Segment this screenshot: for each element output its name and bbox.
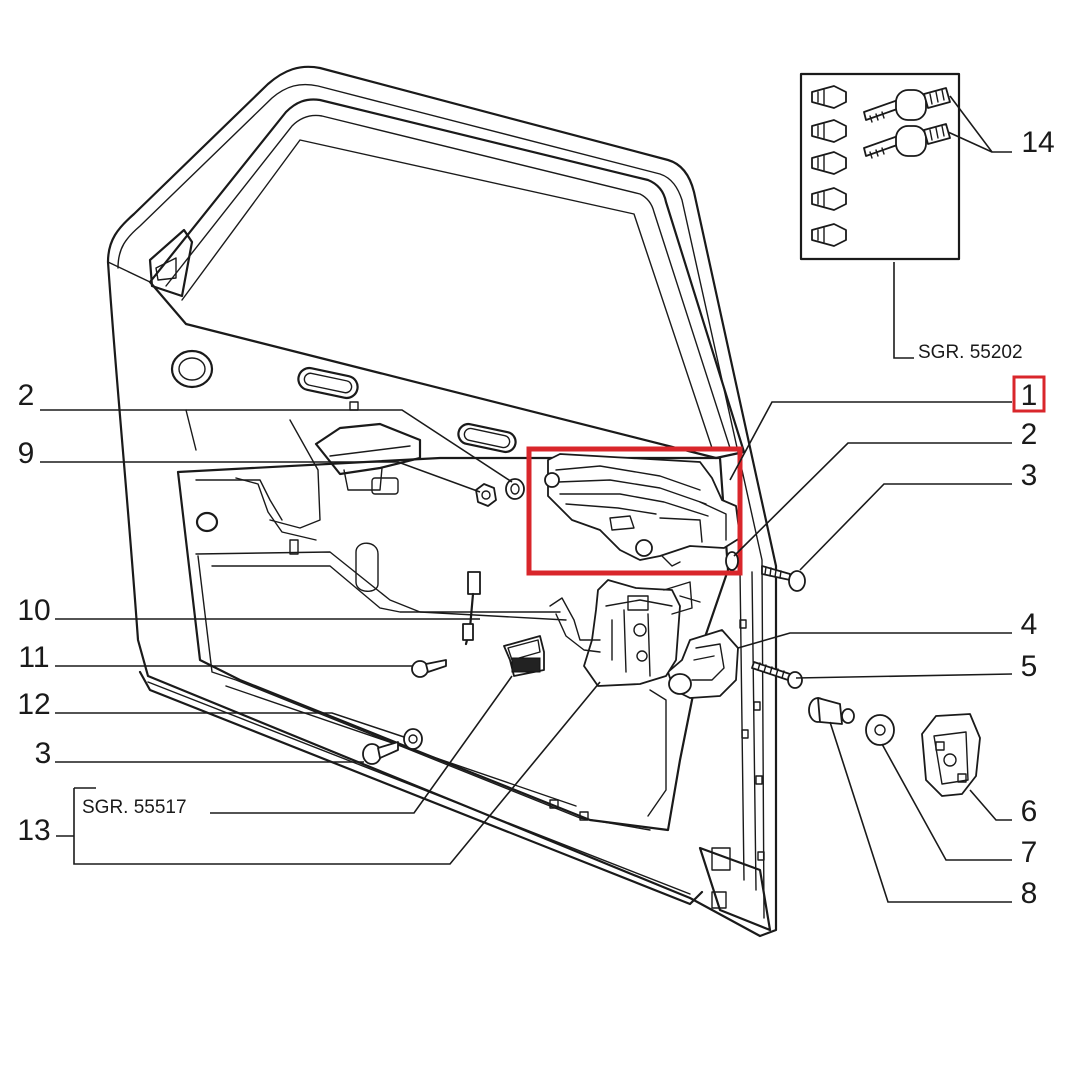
door-lock-mechanism-drawing (549, 579, 701, 687)
callout-11: 11 (18, 641, 49, 674)
screw-11-drawing (411, 659, 447, 678)
callout-2-right: 2 (1021, 418, 1038, 451)
callout-14: 14 (1021, 126, 1054, 159)
callout-13: 13 (17, 814, 50, 847)
washer-7-drawing (865, 714, 895, 746)
striker-plate-drawing (667, 629, 739, 699)
lock-barrel-drawing (808, 697, 855, 725)
rod-drawing (462, 571, 481, 646)
switch-drawing (503, 635, 545, 677)
callout-8: 8 (1021, 877, 1038, 910)
callout-3-left: 3 (35, 737, 52, 770)
door-handle-drawing (544, 453, 741, 567)
washer-drawing (505, 478, 739, 571)
key-set-box (799, 72, 961, 261)
highlight-box-part-1 (526, 446, 743, 576)
callout-3-right: 3 (1021, 459, 1038, 492)
screw-left-drawing (362, 741, 399, 765)
callout-5: 5 (1021, 650, 1038, 683)
bracket-6-drawing (921, 713, 981, 797)
callout-9: 9 (18, 437, 35, 470)
callout-1: 1 (1021, 379, 1038, 412)
reference-keys-group: SGR. 55202 (918, 342, 1023, 363)
reference-lock-group: SGR. 55517 (82, 797, 187, 818)
leader-lines (40, 95, 1013, 903)
nut-drawing (475, 483, 497, 507)
callout-1-highlight-box (1012, 375, 1046, 413)
screw-5-drawing (751, 661, 803, 689)
keys (863, 87, 951, 159)
callout-labels: 1 2 9 10 11 12 3 13 14 2 3 4 5 6 7 8 SGR… (17, 126, 1054, 910)
washer-12-drawing (403, 728, 423, 750)
callout-10: 10 (17, 594, 50, 627)
callout-7: 7 (1021, 836, 1038, 869)
lock-cylinders (811, 85, 847, 247)
callout-4: 4 (1021, 608, 1038, 641)
screw-right-drawing (761, 565, 806, 592)
callout-12: 12 (17, 688, 50, 721)
callout-2-left: 2 (18, 379, 35, 412)
callout-6: 6 (1021, 795, 1038, 828)
